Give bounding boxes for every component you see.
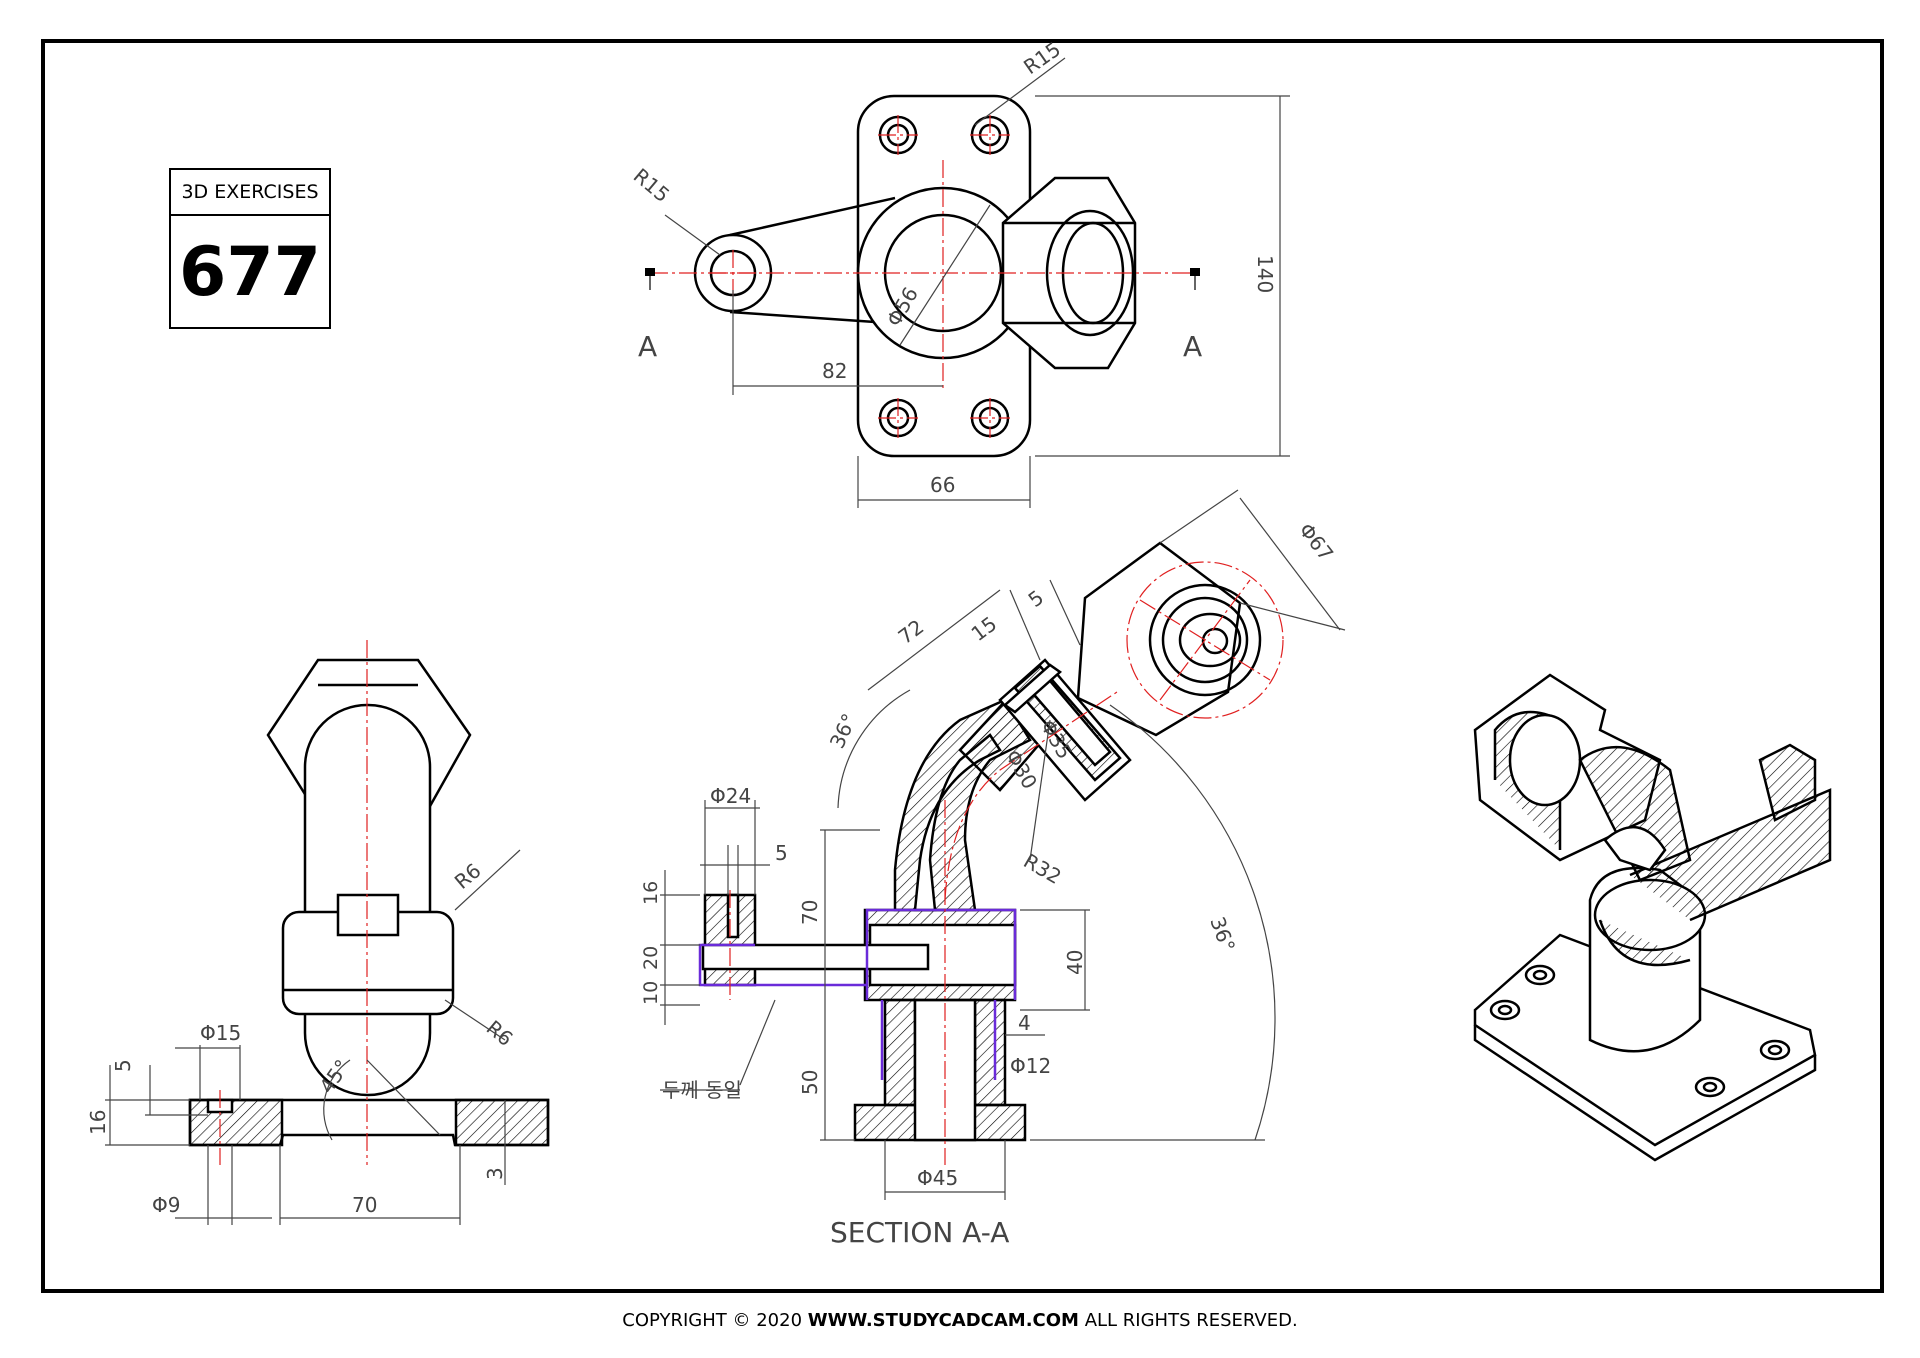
section-dimension-lines <box>660 579 1276 1200</box>
dim-sec-10: 10 <box>640 981 662 1005</box>
dim-sec-72: 72 <box>894 615 929 649</box>
equal-thickness-outline <box>698 908 1017 1080</box>
dim-top-82: 82 <box>822 359 847 383</box>
dim-top-140: 140 <box>1253 255 1277 293</box>
dim-sec-d24: Φ24 <box>710 784 751 808</box>
hex-center-lines <box>1126 561 1284 719</box>
section-title: SECTION A-A <box>830 1216 1009 1249</box>
dim-front-r6-bottom: R6 <box>482 1015 518 1050</box>
dim-top-r15-right: R15 <box>1019 37 1065 79</box>
front-view <box>188 658 550 1147</box>
dim-top-r15-left: R15 <box>629 163 675 207</box>
dim-sec-d12: Φ12 <box>1010 1054 1051 1078</box>
hex-end-view <box>1076 541 1262 737</box>
dim-sec-50: 50 <box>798 1070 822 1095</box>
dim-sec-d45: Φ45 <box>917 1166 958 1190</box>
dim-front-70: 70 <box>352 1193 377 1217</box>
dim-top-66: 66 <box>930 473 955 497</box>
exercise-number: 677 <box>179 233 321 312</box>
drawing-frame <box>41 39 1884 1293</box>
section-view <box>701 658 1132 1142</box>
section-cut-markers: A A <box>638 268 1202 363</box>
dim-sec-r32: R32 <box>1020 849 1066 889</box>
isometric-view <box>1473 673 1832 1162</box>
dim-sec-20: 20 <box>640 946 662 970</box>
dim-front-r6-top: R6 <box>450 858 486 893</box>
hex-dimension-lines <box>1159 489 1346 631</box>
dim-sec-16: 16 <box>640 881 662 905</box>
section-center-lines <box>729 689 1121 1165</box>
title-block-label: 3D EXERCISES <box>171 170 329 216</box>
front-center-lines <box>219 640 368 1165</box>
arm-outline <box>729 196 896 324</box>
footer-suffix: ALL RIGHTS RESERVED. <box>1078 1310 1298 1331</box>
dim-sec-40: 40 <box>1063 950 1087 975</box>
dim-front-3: 3 <box>483 1167 507 1180</box>
section-mark-right: A <box>1183 330 1202 363</box>
dim-sec-36-left: 36° <box>825 710 862 752</box>
top-dimension-lines <box>664 57 1290 508</box>
korean-note: 두께 동일 <box>662 1078 742 1102</box>
dim-sec-4: 4 <box>1018 1011 1031 1035</box>
dim-sec-70: 70 <box>798 900 822 925</box>
dim-hex-d67: Φ67 <box>1294 518 1338 565</box>
copyright-footer: COPYRIGHT © 2020 WWW.STUDYCADCAM.COM ALL… <box>0 1310 1920 1331</box>
dim-sec-5-left: 5 <box>775 841 788 865</box>
dim-sec-15: 15 <box>967 612 1002 646</box>
dim-sec-5-top: 5 <box>1024 585 1049 612</box>
dim-sec-36-right: 36° <box>1205 914 1240 956</box>
dim-front-16: 16 <box>86 1110 110 1135</box>
footer-prefix: COPYRIGHT © 2020 <box>622 1310 808 1331</box>
dim-front-d9: Φ9 <box>152 1193 180 1217</box>
top-center-lines <box>650 115 1195 438</box>
dim-front-d15: Φ15 <box>200 1021 241 1045</box>
front-dimension-lines <box>105 849 521 1225</box>
title-block: 3D EXERCISES 677 <box>169 168 331 329</box>
top-view <box>693 94 1137 458</box>
section-mark-left: A <box>638 330 657 363</box>
footer-site: WWW.STUDYCADCAM.COM <box>807 1310 1079 1331</box>
dim-front-5: 5 <box>111 1059 135 1072</box>
